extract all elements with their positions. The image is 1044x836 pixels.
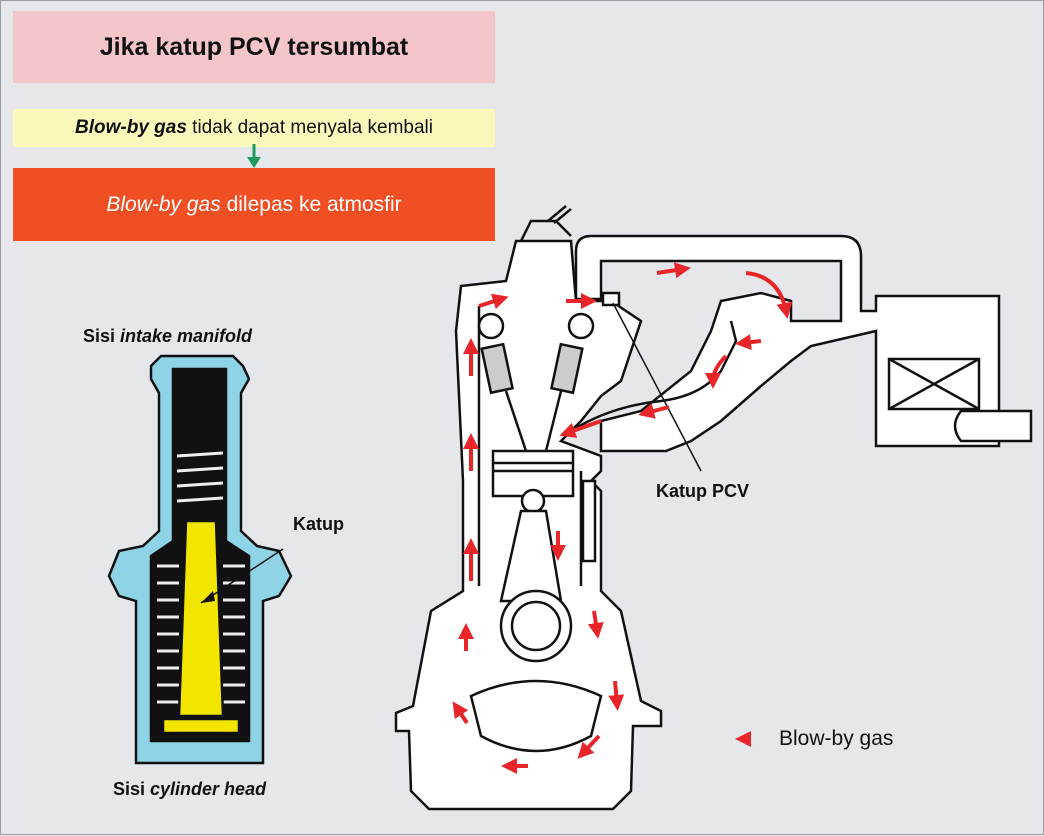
engine-cutaway <box>394 205 1033 811</box>
title-text: Jika katup PCV tersumbat <box>99 32 409 61</box>
blow-by-flow-arrows <box>452 262 793 774</box>
title-banner: Jika katup PCV tersumbat <box>13 11 495 83</box>
cause-text: tidak dapat menyala kembali <box>186 117 433 138</box>
pcv-valve-label: Katup PCV <box>656 481 750 501</box>
effect-emphasis: Blow-by gas <box>106 192 221 216</box>
cylinder-head-side-label: Sisi cylinder head <box>113 779 267 799</box>
cause-banner: Blow-by gas tidak dapat menyala kembali <box>13 109 495 147</box>
pcv-valve-cutaway <box>107 354 293 765</box>
effect-banner: Blow-by gas dilepas ke atmosfir <box>13 168 495 241</box>
flow-down-arrow-icon <box>247 144 261 168</box>
intake-side-label: Sisi intake manifold <box>83 326 253 346</box>
valve-label: Katup <box>293 514 344 534</box>
legend-label: Blow-by gas <box>779 727 894 750</box>
cause-emphasis: Blow-by gas <box>75 117 187 138</box>
effect-text: dilepas ke atmosfir <box>220 192 402 216</box>
